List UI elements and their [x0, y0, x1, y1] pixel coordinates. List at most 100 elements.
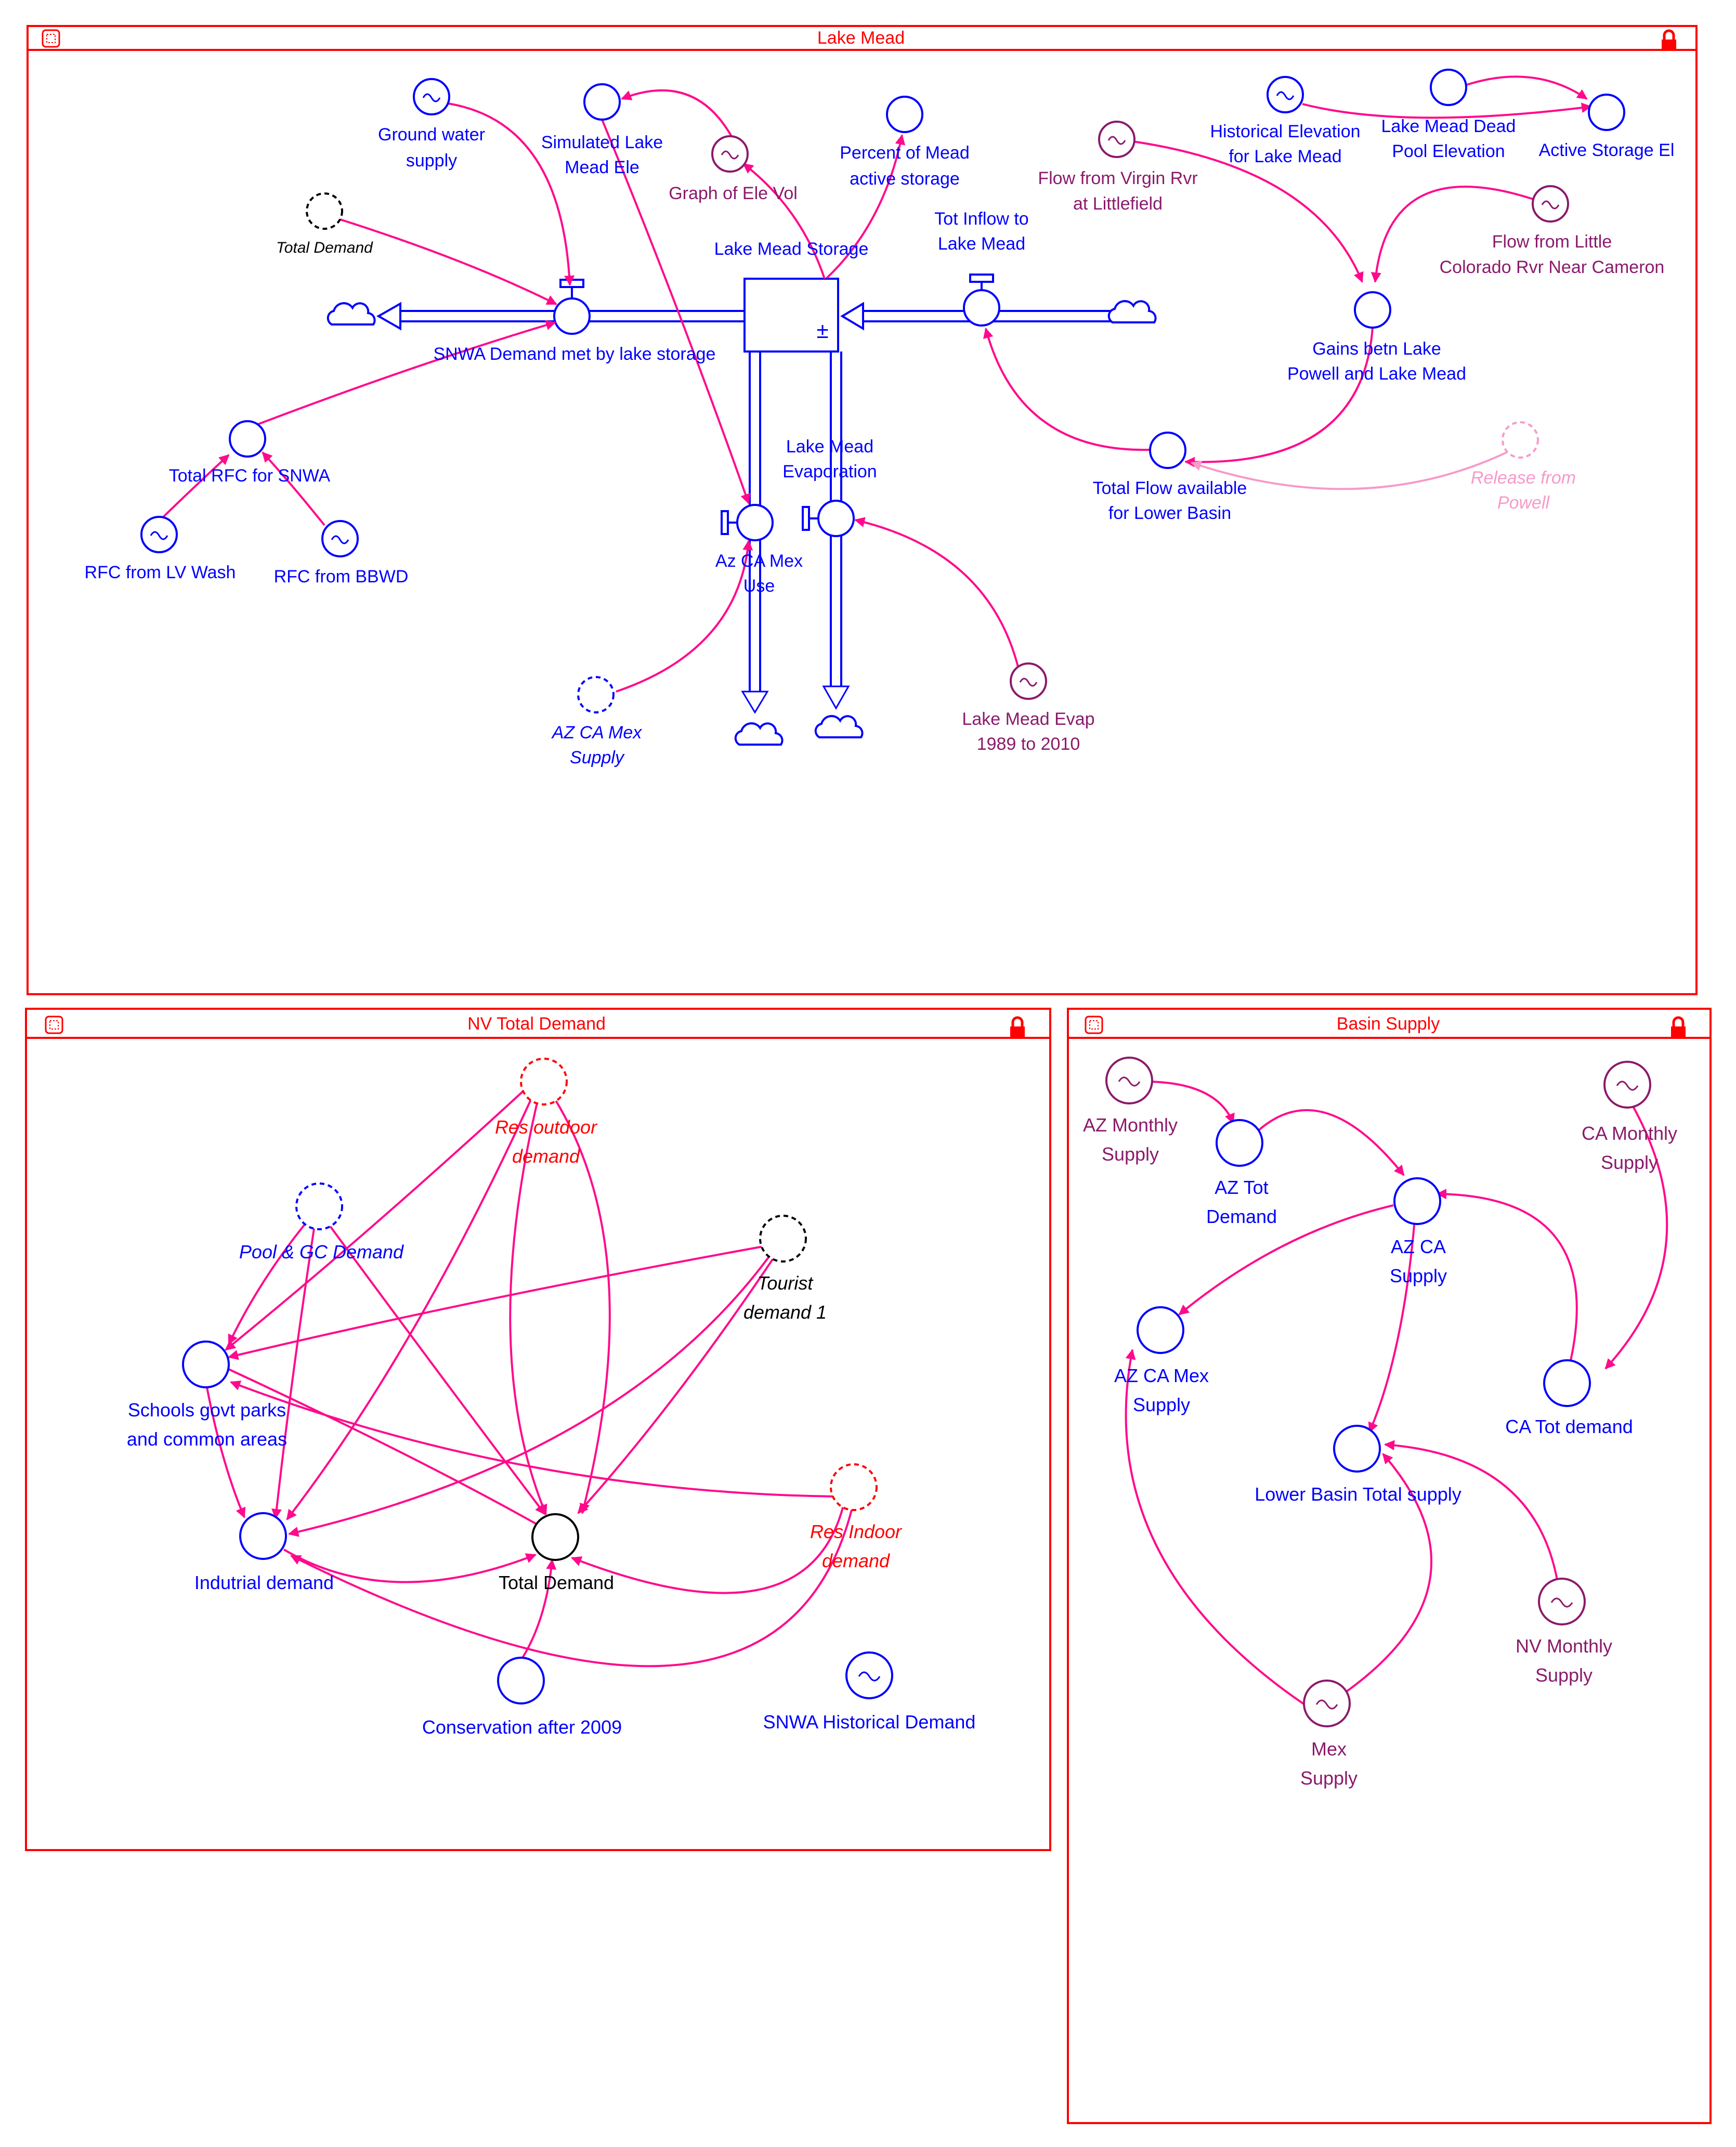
tot-inflow-label-2: Lake Mead	[938, 234, 1025, 254]
conservation-after-2009-node[interactable]: Conservation after 2009	[422, 1657, 622, 1738]
release-from-powell-node[interactable]: Release from Powell	[1471, 421, 1576, 513]
snwa-historical-demand-node[interactable]: SNWA Historical Demand	[763, 1651, 976, 1733]
nv-monthly-supply-node[interactable]: NV Monthly Supply	[1516, 1578, 1612, 1686]
az-ca-supply-label-2: Supply	[1390, 1265, 1447, 1286]
mex-supply-node[interactable]: Mex Supply	[1300, 1680, 1358, 1789]
graph-function-icon	[1616, 1081, 1639, 1091]
percent-of-mead-label: Percent of Mead	[840, 143, 969, 163]
res-outdoor-label-2: demand	[512, 1146, 580, 1167]
indutrial-demand-node[interactable]: Indutrial demand	[194, 1512, 334, 1593]
percent-of-mead-label-2: active storage	[850, 169, 960, 189]
pool-gc-demand-node[interactable]: Pool & GC Demand	[239, 1182, 404, 1263]
graph-function-icon	[1315, 1699, 1338, 1710]
lake-mead-storage-stock[interactable]: ±	[743, 278, 839, 353]
evaporation-valve[interactable]	[817, 500, 855, 537]
az-ca-mex-use-label: Az CA Mex	[715, 551, 803, 571]
active-storage-el-node[interactable]: Active Storage El	[1539, 94, 1675, 160]
section-lake-mead[interactable]: Lake Mead	[27, 25, 1698, 995]
lake-mead-evaporation-label-2: Evaporation	[782, 462, 877, 482]
basin-supply-variables: AZ Monthly Supply AZ Tot Demand AZ CA Su…	[1083, 1057, 1677, 1789]
az-tot-demand-node[interactable]: AZ Tot Demand	[1206, 1119, 1277, 1227]
az-ca-mex-supply-label-2: Supply	[1133, 1394, 1190, 1415]
az-monthly-supply-node[interactable]: AZ Monthly Supply	[1083, 1057, 1178, 1165]
rfc-from-lv-wash-node[interactable]: RFC from LV Wash	[85, 516, 236, 582]
section-title: Basin Supply	[1337, 1014, 1440, 1034]
cloud-icon	[734, 722, 784, 746]
az-ca-mex-use-pipe	[721, 352, 784, 746]
lake-mead-evaporation-label: Lake Mead	[786, 437, 873, 457]
az-ca-supply-node[interactable]: AZ CA Supply	[1390, 1177, 1447, 1286]
indutrial-demand-label: Indutrial demand	[194, 1572, 334, 1593]
az-ca-mex-supply-node[interactable]: AZ CA Mex Supply	[1114, 1306, 1209, 1415]
ca-monthly-supply-node[interactable]: CA Monthly Supply	[1582, 1061, 1677, 1173]
flow-from-virgin-rvr-node[interactable]: Flow from Virgin Rvr at Littlefield	[1038, 121, 1198, 214]
lake-mead-evap-1989-node[interactable]: Lake Mead Evap 1989 to 2010	[962, 662, 1095, 754]
historical-elevation-node[interactable]: Historical Elevation for Lake Mead	[1210, 76, 1361, 166]
section-basin-supply[interactable]: Basin Supply	[1067, 1008, 1712, 2124]
total-demand-ghost-node[interactable]: Total Demand	[276, 192, 373, 256]
rfc-from-bbwd-node[interactable]: RFC from BBWD	[274, 520, 409, 587]
graph-function-icon	[1550, 1597, 1573, 1608]
tot-inflow-valve[interactable]	[963, 289, 1000, 327]
lower-basin-total-supply-node[interactable]: Lower Basin Total supply	[1255, 1425, 1461, 1505]
flow-from-little-colorado-label-2: Colorado Rvr Near Cameron	[1440, 257, 1665, 277]
nv-monthly-supply-label: NV Monthly	[1516, 1635, 1612, 1657]
az-ca-mex-use-valve[interactable]	[736, 504, 774, 541]
cloud-icon	[814, 715, 864, 738]
flow-from-little-colorado-label: Flow from Little	[1492, 232, 1612, 252]
mex-supply-label-2: Supply	[1300, 1767, 1358, 1789]
lake-mead-links	[161, 75, 1592, 693]
section-icon[interactable]	[45, 1016, 63, 1034]
tourist-label-2: demand 1	[743, 1302, 827, 1323]
section-nv-total-demand[interactable]: NV Total Demand	[25, 1008, 1051, 1851]
tot-inflow-label: Tot Inflow to	[934, 209, 1028, 229]
gains-betn-node[interactable]: Gains betn Lake Powell and Lake Mead	[1287, 291, 1466, 384]
az-ca-mex-supply-ghost-label-2: Supply	[570, 748, 625, 767]
graph-function-icon	[1276, 91, 1295, 100]
ca-tot-demand-node[interactable]: CA Tot demand	[1505, 1359, 1633, 1437]
percent-of-mead-active-storage-node[interactable]: Percent of Mead active storage	[840, 96, 970, 189]
section-icon[interactable]	[1085, 1016, 1103, 1034]
total-demand-node[interactable]: Total Demand	[499, 1513, 614, 1593]
lake-mead-dead-pool-label-2: Pool Elevation	[1392, 141, 1505, 161]
schools-govt-parks-node[interactable]: Schools govt parks and common areas	[127, 1341, 287, 1450]
basin-supply-links	[1125, 1081, 1668, 1707]
res-indoor-label: Res Indoor	[810, 1521, 903, 1542]
tourist-demand-1-node[interactable]: Tourist demand 1	[743, 1215, 827, 1323]
ca-tot-demand-label: CA Tot demand	[1505, 1416, 1633, 1437]
az-monthly-supply-label: AZ Monthly	[1083, 1114, 1178, 1136]
simulated-lake-mead-ele-node[interactable]: Simulated Lake Mead Ele	[541, 83, 663, 177]
total-rfc-for-snwa-node[interactable]: Total RFC for SNWA	[169, 420, 331, 486]
res-outdoor-demand-node[interactable]: Res outdoor demand	[495, 1058, 598, 1167]
section-icon[interactable]	[42, 29, 60, 48]
graph-function-icon	[1019, 678, 1038, 687]
active-storage-el-label: Active Storage El	[1539, 140, 1675, 160]
lock-icon[interactable]	[1010, 1018, 1025, 1038]
total-flow-available-label-2: for Lower Basin	[1108, 503, 1231, 523]
res-outdoor-label: Res outdoor	[495, 1116, 598, 1138]
az-ca-mex-supply-ghost-node[interactable]: AZ CA Mex Supply	[551, 676, 643, 767]
graph-function-icon	[858, 1671, 881, 1682]
az-ca-mex-supply-label: AZ CA Mex	[1114, 1365, 1209, 1386]
lock-icon[interactable]	[1662, 31, 1676, 51]
graph-of-ele-vol-node[interactable]: Graph of Ele Vol	[669, 135, 798, 203]
res-indoor-label-2: demand	[822, 1550, 890, 1571]
nv-total-demand-variables: Res outdoor demand Pool & GC Demand Tour…	[127, 1058, 976, 1738]
lake-mead-evap-label: Lake Mead Evap	[962, 709, 1094, 729]
total-flow-available-node[interactable]: Total Flow available for Lower Basin	[1093, 432, 1247, 523]
ground-water-supply-node[interactable]: Ground water supply	[378, 78, 485, 171]
snwa-demand-valve[interactable]	[553, 297, 591, 335]
flow-from-little-colorado-node[interactable]: Flow from Little Colorado Rvr Near Camer…	[1440, 185, 1665, 277]
lake-mead-storage-label: Lake Mead Storage	[714, 239, 869, 259]
az-monthly-supply-label-2: Supply	[1102, 1143, 1159, 1165]
snwa-historical-demand-label: SNWA Historical Demand	[763, 1711, 976, 1733]
res-indoor-demand-node[interactable]: Res Indoor demand	[810, 1463, 903, 1571]
lake-mead-dead-pool-node[interactable]: Lake Mead Dead Pool Elevation	[1381, 69, 1516, 161]
total-demand-label: Total Demand	[499, 1572, 614, 1593]
ground-water-supply-label: Ground water	[378, 125, 485, 145]
graph-function-icon	[150, 531, 168, 540]
graph-function-icon	[721, 150, 739, 160]
lock-icon[interactable]	[1671, 1018, 1686, 1038]
